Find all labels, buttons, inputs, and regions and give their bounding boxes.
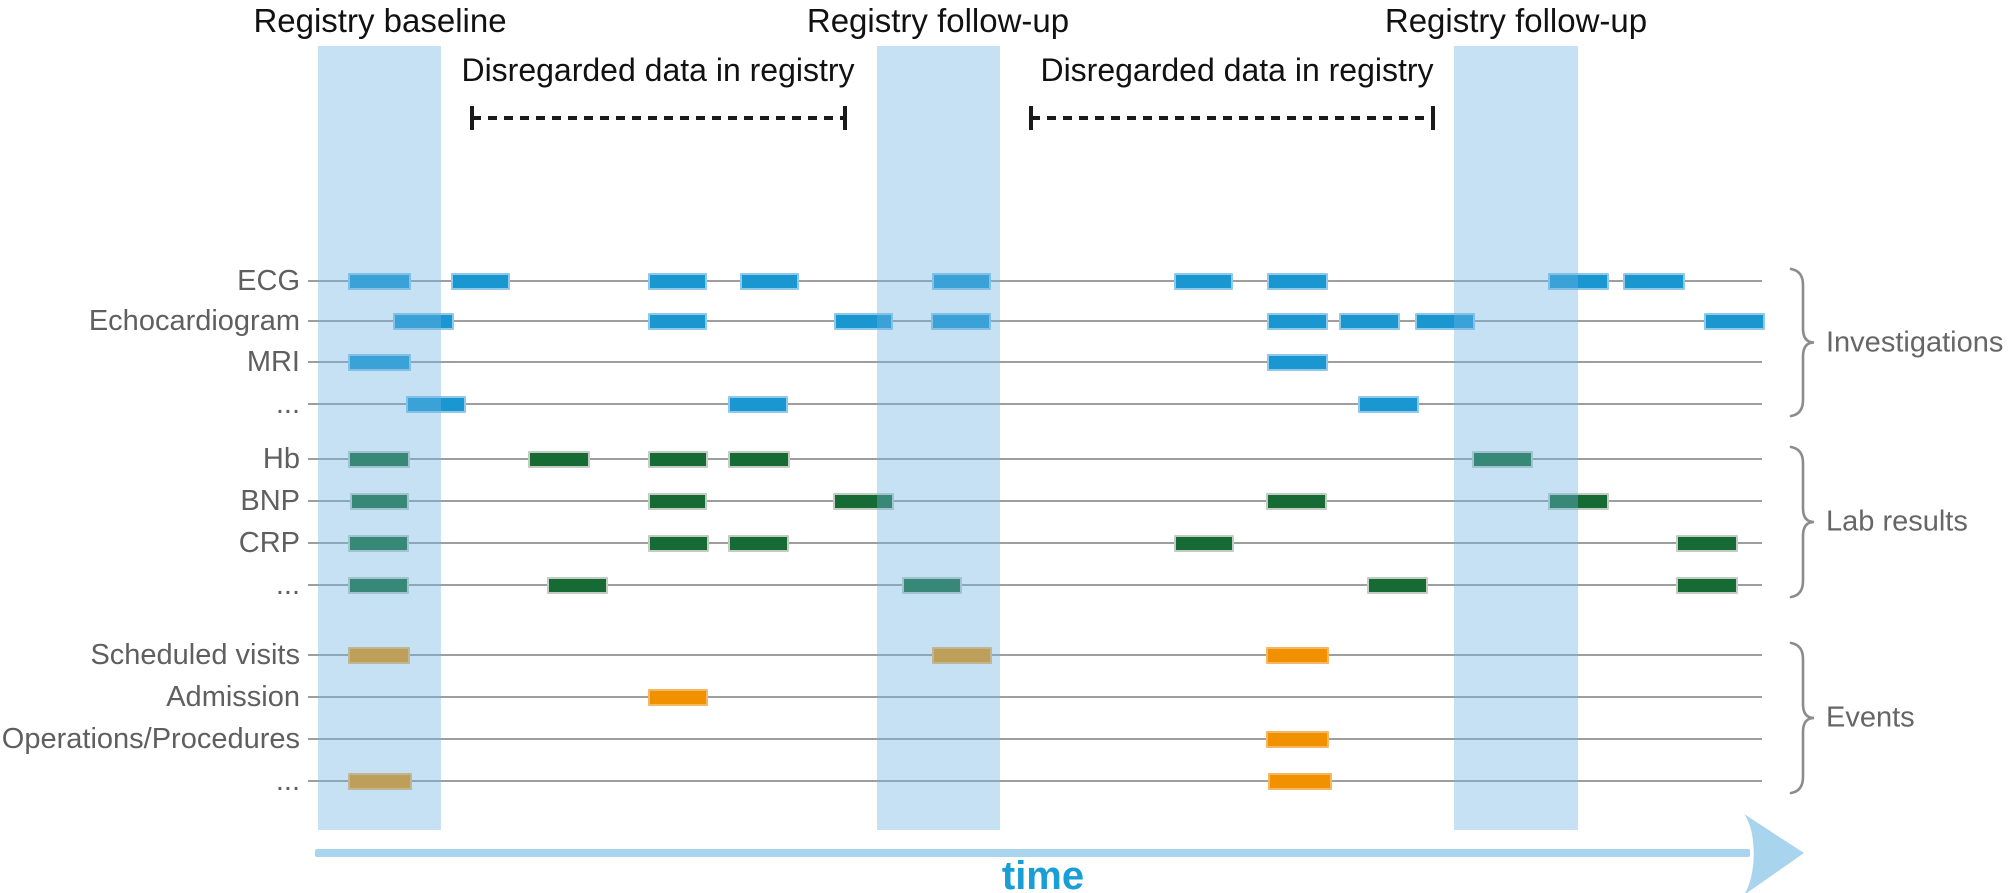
data-bar: [648, 451, 708, 468]
time-axis-label: time: [1001, 854, 1085, 893]
row-label: ECG: [237, 265, 300, 297]
data-bar: [547, 577, 608, 594]
data-bar: [406, 396, 466, 413]
data-bar: [648, 313, 707, 330]
data-bar: [1358, 396, 1419, 413]
data-bar: [932, 273, 991, 290]
range-tick: [843, 106, 847, 130]
data-bar: [348, 773, 412, 790]
row-line: [308, 738, 1762, 740]
data-bar: [1266, 731, 1329, 748]
data-bar: [348, 577, 409, 594]
header-label: Registry baseline: [253, 2, 507, 39]
row-label: Echocardiogram: [88, 305, 300, 337]
data-bar: [648, 689, 708, 706]
disregarded-label: Disregarded data in registry: [461, 52, 855, 88]
row-label: ...: [275, 388, 300, 420]
row-line: [308, 361, 1762, 363]
row-label: Hb: [262, 443, 300, 475]
data-bar: [1548, 273, 1609, 290]
data-bar: [728, 396, 788, 413]
data-bar: [1548, 493, 1609, 510]
group-label: Events: [1826, 701, 1915, 734]
data-bar: [1676, 577, 1738, 594]
disregarded-label: Disregarded data in registry: [1040, 52, 1434, 88]
row-label: Scheduled visits: [90, 639, 300, 671]
range-tick: [470, 106, 474, 130]
data-bar: [833, 493, 894, 510]
data-bar: [350, 493, 409, 510]
row-line: [308, 320, 1762, 322]
registry-window-band: [318, 46, 441, 830]
row-line: [308, 780, 1762, 782]
data-bar: [1415, 313, 1475, 330]
data-bar: [348, 451, 410, 468]
data-bar: [1174, 535, 1234, 552]
data-bar: [648, 273, 707, 290]
data-bar: [1472, 451, 1533, 468]
header-label: Registry follow-up: [1384, 2, 1648, 39]
data-bar: [728, 451, 790, 468]
data-bar: [1267, 313, 1328, 330]
row-line: [308, 403, 1762, 405]
row-label: ...: [275, 569, 300, 601]
data-bar: [1367, 577, 1428, 594]
range-tick: [1431, 106, 1435, 130]
row-label: ...: [275, 765, 300, 797]
data-bar: [393, 313, 454, 330]
data-bar: [1623, 273, 1685, 290]
header-label: Registry follow-up: [806, 2, 1070, 39]
data-bar: [932, 647, 992, 664]
data-bar: [834, 313, 893, 330]
row-label: BNP: [240, 485, 300, 517]
data-bar: [348, 273, 411, 290]
data-bar: [648, 535, 709, 552]
data-bar: [1267, 354, 1328, 371]
data-bar: [1266, 493, 1327, 510]
dashed-range: [472, 116, 845, 120]
row-label: MRI: [246, 346, 300, 378]
dashed-range: [1031, 116, 1433, 120]
row-label: Operations/Procedures: [1, 723, 300, 755]
data-bar: [348, 647, 410, 664]
group-label: Investigations: [1826, 326, 2004, 358]
data-bar: [1266, 647, 1329, 664]
data-bar: [728, 535, 789, 552]
row-line: [308, 654, 1762, 656]
row-line: [308, 500, 1762, 502]
range-tick: [1029, 106, 1033, 130]
registry-window-band: [877, 46, 1000, 830]
data-bar: [1676, 535, 1738, 552]
data-bar: [1174, 273, 1233, 290]
row-line: [308, 584, 1762, 586]
data-bar: [740, 273, 799, 290]
data-bar: [1339, 313, 1400, 330]
data-bar: [348, 535, 409, 552]
row-line: [308, 542, 1762, 544]
row-line: [308, 280, 1762, 282]
data-bar: [1267, 273, 1328, 290]
data-bar: [1268, 773, 1332, 790]
data-bar: [528, 451, 590, 468]
data-bar: [1704, 313, 1765, 330]
data-bar: [451, 273, 510, 290]
registry-window-band: [1454, 46, 1578, 830]
row-line: [308, 458, 1762, 460]
data-bar: [931, 313, 991, 330]
data-bar: [348, 354, 411, 371]
group-label: Lab results: [1826, 505, 1968, 538]
data-bar: [902, 577, 962, 594]
row-line: [308, 696, 1762, 698]
row-label: CRP: [238, 527, 300, 559]
data-bar: [648, 493, 707, 510]
row-label: Admission: [166, 681, 300, 713]
